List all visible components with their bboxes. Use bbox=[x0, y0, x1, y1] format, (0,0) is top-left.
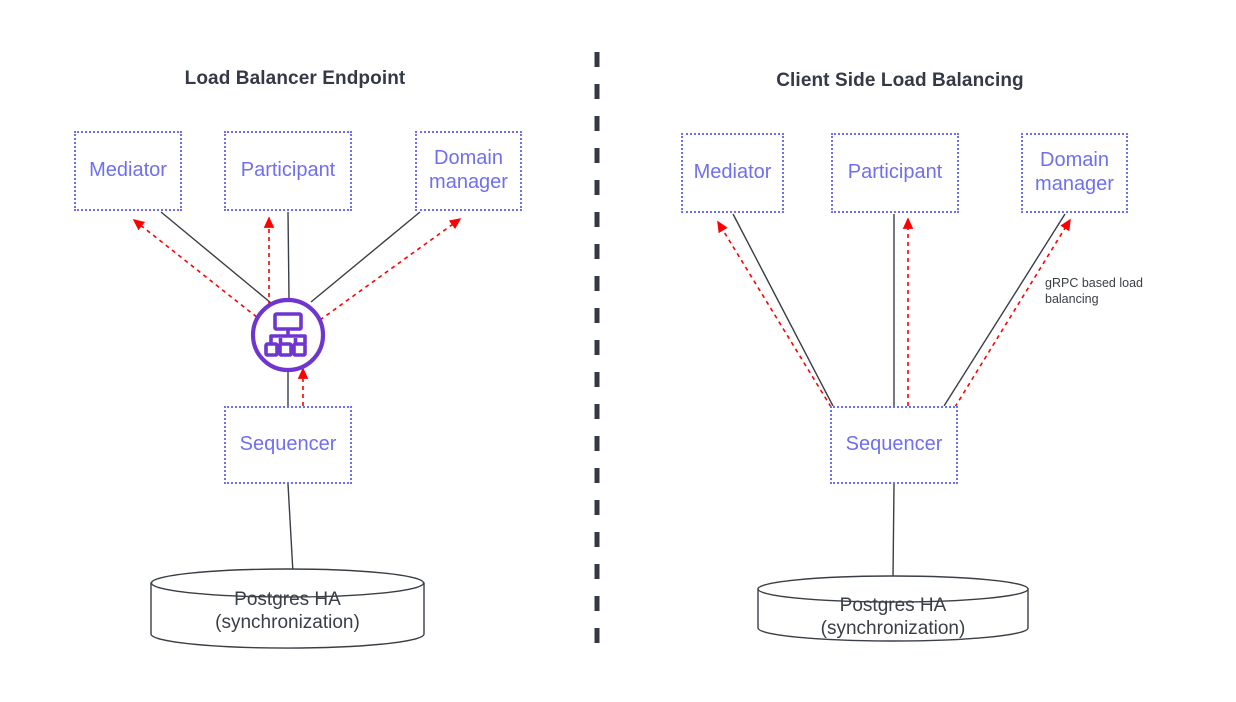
left-postgres-cylinder bbox=[150, 568, 425, 649]
edge-lb-to-domain-manager bbox=[310, 211, 421, 303]
edge-sequencer-to-postgres bbox=[892, 483, 895, 579]
left-node-mediator[interactable]: Mediator bbox=[74, 131, 182, 211]
grpc-load-balancing-note: gRPC based load balancing bbox=[1045, 276, 1143, 306]
arrow-sequencer-to-domain-manager bbox=[954, 218, 1071, 408]
edge-lb-to-mediator bbox=[160, 211, 272, 304]
load-balancer-glyph bbox=[250, 297, 326, 373]
edge-lb-to-participant bbox=[287, 211, 290, 299]
arrow-lb-to-domain-manager bbox=[319, 218, 462, 321]
right-node-mediator[interactable]: Mediator bbox=[681, 133, 784, 213]
right-node-domain-manager[interactable]: Domain manager bbox=[1021, 133, 1128, 213]
arrow-sequencer-to-mediator bbox=[717, 220, 832, 408]
right-solid-edges bbox=[732, 213, 1066, 579]
left-node-sequencer[interactable]: Sequencer bbox=[224, 406, 352, 484]
left-datastore-label: Postgres HA (synchronization) bbox=[215, 589, 360, 634]
left-solid-edges bbox=[160, 211, 421, 574]
left-panel-title: Load Balancer Endpoint bbox=[184, 68, 406, 89]
right-postgres-cylinder bbox=[757, 575, 1029, 642]
arrow-lb-to-mediator bbox=[132, 219, 264, 323]
left-dashed-edges bbox=[132, 216, 462, 406]
right-dashed-edges bbox=[717, 217, 1071, 408]
edge-sequencer-to-mediator bbox=[732, 213, 834, 407]
right-node-participant[interactable]: Participant bbox=[831, 133, 959, 213]
right-datastore-label: Postgres HA (synchronization) bbox=[820, 595, 966, 640]
edge-sequencer-to-domain-manager bbox=[943, 213, 1066, 407]
right-panel-title: Client Side Load Balancing bbox=[776, 70, 1024, 91]
load-balancer-icon[interactable] bbox=[250, 297, 326, 373]
right-node-sequencer[interactable]: Sequencer bbox=[830, 406, 958, 484]
left-node-participant[interactable]: Participant bbox=[224, 131, 352, 211]
edge-sequencer-to-postgres bbox=[287, 483, 294, 574]
left-node-domain-manager[interactable]: Domain manager bbox=[415, 131, 522, 211]
